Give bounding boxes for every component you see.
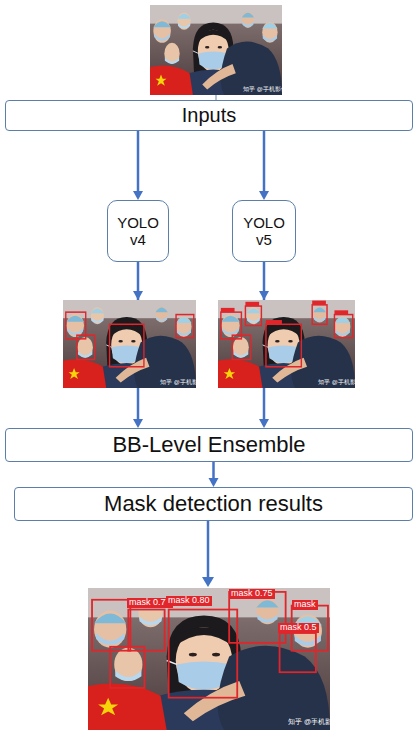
watermark: 知乎 @手机影像 [318, 379, 362, 386]
flow-arrow [133, 131, 143, 200]
flow-arrow [259, 131, 269, 200]
model-box: YOLO v5 [232, 200, 296, 262]
flow-arrow [209, 462, 219, 487]
result-box: Mask detection results [14, 487, 413, 521]
node-text: YOLO v5 [243, 214, 285, 249]
input-photo [150, 5, 282, 95]
ensemble-box: BB-Level Ensemble [5, 428, 413, 462]
watermark: 知乎 @手机影像 [160, 379, 204, 386]
watermark: 知乎 @手机影像 [243, 86, 287, 93]
watermark: 知乎 @手机影像 [288, 718, 339, 726]
node-text: Inputs [182, 104, 236, 127]
detection-label: mask 0.80 [166, 596, 212, 606]
detection-label: mask [292, 600, 318, 610]
detection-label: mask 0.5 [278, 623, 319, 633]
yolov5-result-photo [218, 300, 355, 388]
yolov4-result-photo [63, 300, 196, 388]
node-text: Mask detection results [104, 491, 323, 516]
node-text: BB-Level Ensemble [112, 432, 305, 457]
input-box: Inputs [5, 100, 413, 131]
model-box: YOLO v4 [107, 200, 169, 262]
node-text: YOLO v4 [117, 214, 159, 249]
detection-label: mask 0.75 [229, 589, 275, 599]
